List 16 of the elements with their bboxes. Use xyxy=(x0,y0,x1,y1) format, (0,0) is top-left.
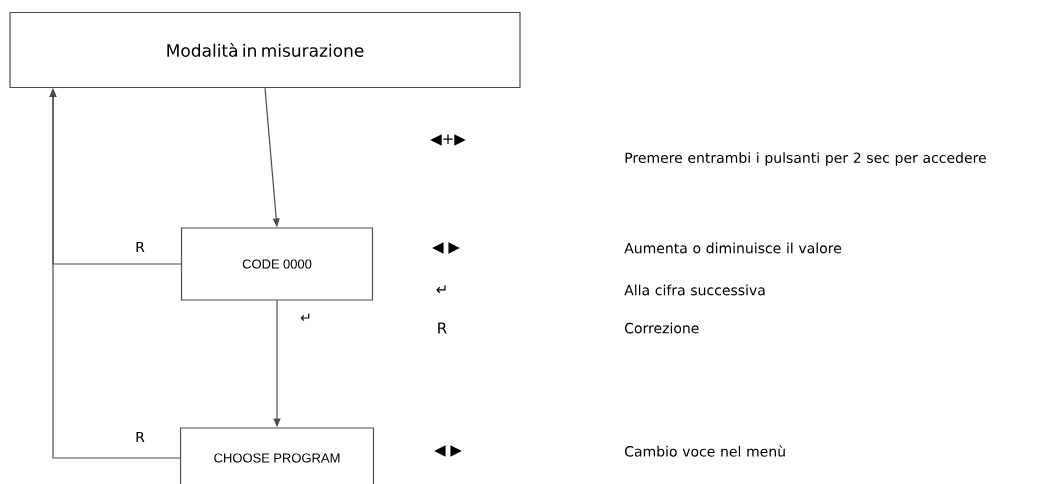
key-symbol: ◀ ▶ xyxy=(432,242,460,254)
process-box: CODE 0000 xyxy=(180,227,374,301)
description-text: Aumenta o diminuisce il valore xyxy=(624,242,842,254)
process-box: CHOOSE PROGRAM xyxy=(179,427,375,484)
key-symbol: ↵ xyxy=(436,285,446,294)
key-symbol: R xyxy=(438,322,447,334)
edge-label: R xyxy=(134,240,146,254)
process-box: Modalità in misurazione xyxy=(9,11,521,89)
edge-label: ↵ xyxy=(299,312,313,324)
description-text: Premere entrambi i pulsanti per 2 sec per accedere xyxy=(625,152,986,166)
description-text: Alla cifra successiva xyxy=(624,284,765,296)
edge-label: R xyxy=(134,430,146,444)
key-symbol: ◀ ▶ xyxy=(434,445,462,457)
description-text: Correzione xyxy=(625,322,699,334)
key-symbol: ◀+▶ xyxy=(430,134,466,146)
description-text: Cambio voce nel menù xyxy=(625,445,785,457)
